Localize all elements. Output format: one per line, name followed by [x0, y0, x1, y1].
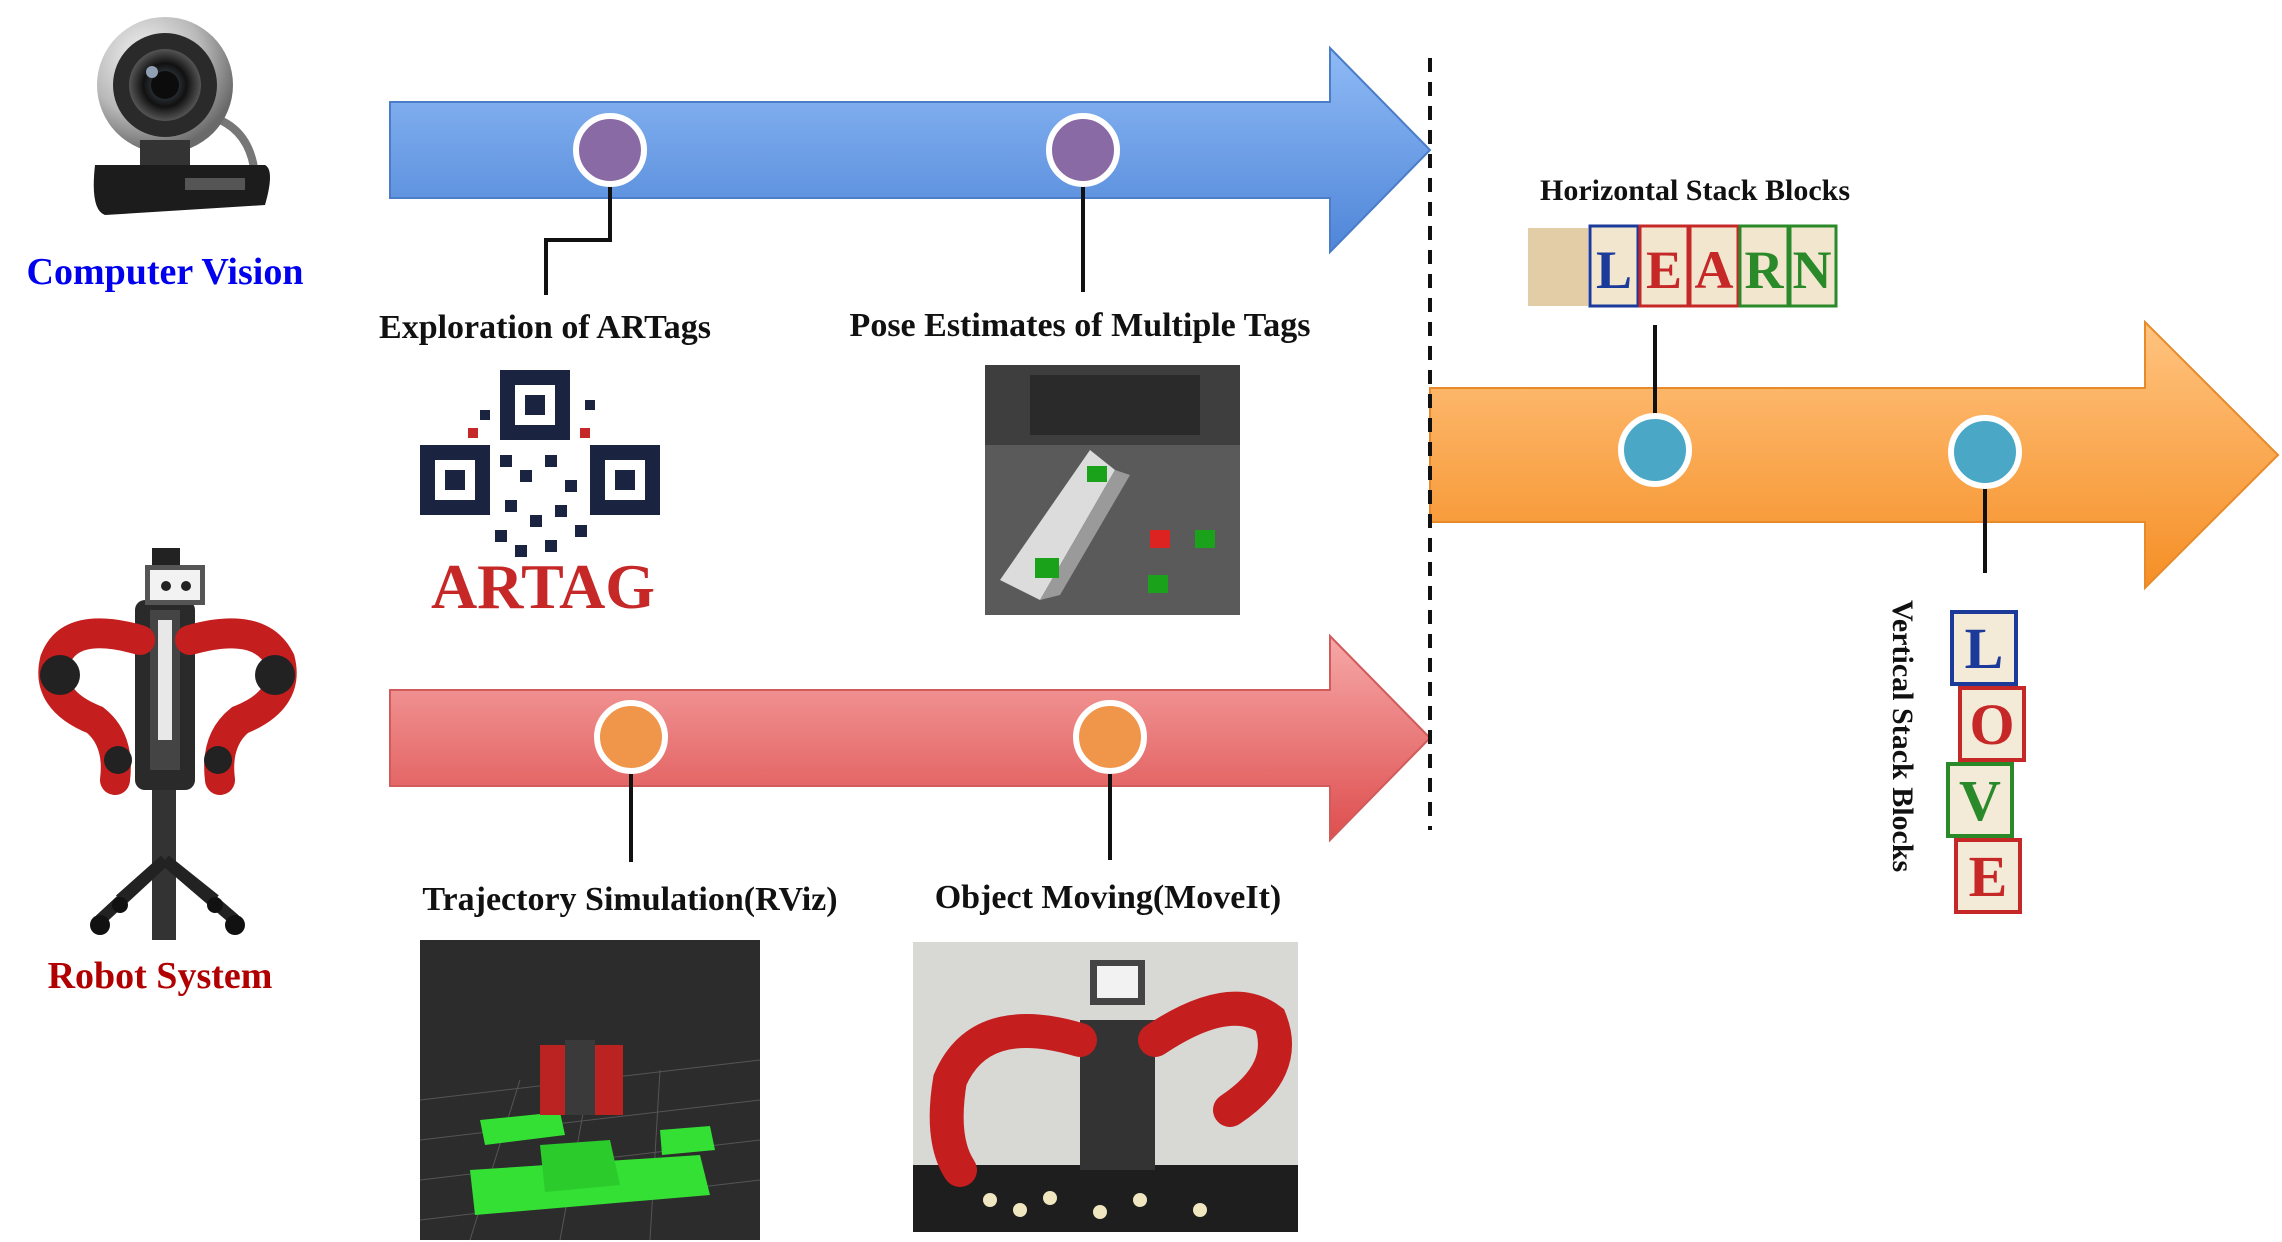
learn-letter-3: A: [1695, 240, 1734, 300]
webcam-icon: [93, 17, 270, 215]
arrow-computer-vision: [389, 45, 1432, 255]
label-vertical: Vertical Stack Blocks: [1886, 600, 1919, 872]
node-object-moving: [1073, 700, 1147, 774]
label-object-moving: Object Moving(MoveIt): [935, 879, 1282, 916]
robot-icon: [38, 548, 297, 940]
label-robot-system: Robot System: [48, 955, 273, 997]
love-letter-1: L: [1965, 616, 2004, 681]
learn-blocks-image: [1528, 224, 1790, 308]
learn-letter-5: N: [1793, 240, 1832, 300]
love-letter-3: V: [1959, 768, 2001, 833]
learn-letter-4: R: [1745, 240, 1785, 300]
pose-estimates-image: [985, 365, 1240, 615]
learn-block-5: [1788, 224, 1838, 308]
label-trajectory: Trajectory Simulation(RViz): [422, 881, 837, 918]
learn-block-letters: L E A R: [1596, 240, 1785, 300]
label-horizontal: Horizontal Stack Blocks: [1540, 174, 1850, 207]
label-pose-estimates: Pose Estimates of Multiple Tags: [850, 307, 1311, 344]
arrow-robot-system: [389, 633, 1432, 843]
rviz-simulation-image: [419, 940, 761, 1241]
love-letter-2: O: [1969, 692, 2014, 757]
node-pose-estimates: [1046, 113, 1120, 187]
arrow-combined: [1429, 319, 2280, 591]
love-blocks-image: [1946, 610, 2026, 914]
node-vertical: [1948, 415, 2022, 489]
label-computer-vision: Computer Vision: [27, 251, 304, 293]
artag-image: ARTAG: [420, 370, 660, 622]
love-letter-4: E: [1969, 844, 2008, 909]
artag-logo-text: ARTAG: [431, 551, 655, 622]
learn-letter-1: L: [1596, 240, 1632, 300]
node-trajectory: [594, 700, 668, 774]
node-horizontal: [1618, 413, 1692, 487]
learn-letter-2: E: [1646, 240, 1682, 300]
node-exploration: [573, 113, 647, 187]
label-exploration: Exploration of ARTags: [379, 309, 711, 346]
moveit-photo-image: [913, 942, 1298, 1232]
